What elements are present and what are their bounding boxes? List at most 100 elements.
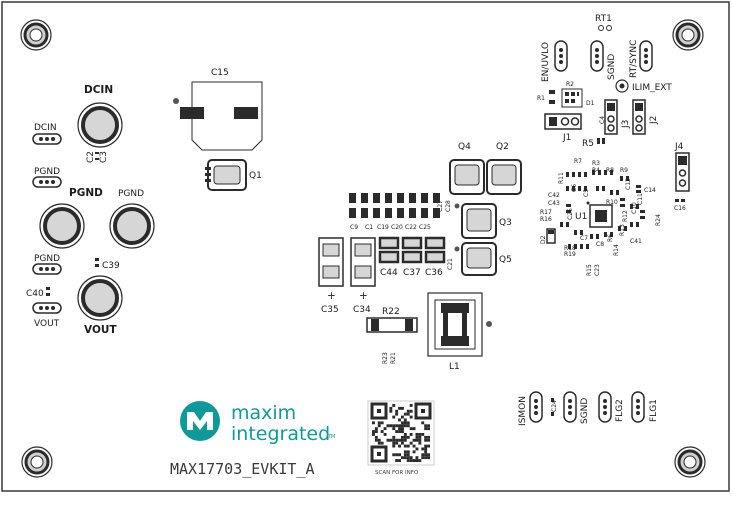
qr-module [392, 435, 396, 439]
qr-module [401, 438, 404, 442]
d1-label: D1 [586, 100, 595, 107]
q2-label: Q2 [496, 142, 509, 152]
tiny-label-c41: C41 [630, 238, 642, 245]
rt1-label: RT1 [595, 14, 612, 24]
qr-module [389, 424, 393, 428]
qr-module [415, 435, 419, 439]
qr-module [377, 441, 381, 445]
d2-label: D2 [540, 235, 547, 244]
c34-capacitor [350, 237, 376, 287]
pgnd-test-pad-2 [32, 263, 62, 275]
qr-module [374, 430, 378, 433]
c44-label: C44 [380, 268, 398, 278]
qr-module [409, 456, 413, 460]
j1-header [544, 113, 582, 130]
l1-label: L1 [449, 362, 460, 372]
qr-module [409, 441, 413, 445]
tiny-label-c43: C43 [548, 200, 560, 207]
qr-module [421, 433, 425, 436]
j2-label: J2 [649, 116, 659, 125]
qr-module [424, 444, 428, 448]
qr-module [392, 453, 396, 457]
qr-module [418, 438, 422, 442]
c3-label: C3 [99, 151, 109, 163]
c35-capacitor [318, 237, 344, 287]
qr-module [395, 412, 399, 416]
tiny-label-r9: R9 [620, 167, 628, 174]
sgnd-bottom-label: SGND [580, 398, 590, 424]
tiny-label-c14: C14 [644, 187, 656, 194]
sgnd-bottom-test-pad [563, 391, 577, 423]
qr-module [427, 438, 430, 442]
qr-module [406, 459, 410, 462]
qr-module [401, 406, 404, 410]
qr-module [406, 435, 410, 439]
cap-row-top [349, 193, 440, 218]
qr-module [398, 406, 401, 410]
q5-label: Q5 [499, 255, 512, 265]
c28-label: C28 [445, 200, 452, 212]
j1-label: J1 [562, 133, 571, 143]
tiny-label-r3: R3 [592, 160, 600, 167]
vout-label: VOUT [84, 324, 117, 336]
qr-module [427, 427, 430, 431]
qr-module [406, 456, 410, 460]
tiny-label-r14: R14 [613, 244, 620, 256]
qr-module [392, 438, 396, 442]
plus-mark-right: + [359, 290, 368, 302]
j4-header [675, 152, 690, 192]
c35-label: C35 [321, 305, 339, 315]
qr-module [380, 421, 384, 425]
qr-module [427, 424, 430, 428]
vout-pad-label: VOUT [34, 319, 60, 329]
rt-sync-test-pad [639, 40, 653, 72]
qr-module [403, 433, 407, 436]
l1-inductor [427, 292, 492, 357]
r21-label: R21 [390, 352, 397, 364]
qr-module [403, 421, 407, 425]
tiny-label-r24: R24 [655, 214, 662, 226]
en-uvlo-label: EN/UVLO [541, 42, 551, 82]
ilim-ext-label: ILIM_EXT [632, 83, 672, 93]
ismon-test-pad [529, 391, 543, 423]
dcin-terminal [77, 102, 123, 148]
qr-module [377, 424, 381, 428]
c15-capacitor [173, 81, 263, 151]
qr-module [398, 453, 401, 457]
r2-label: R2 [566, 81, 574, 88]
qr-module [412, 459, 416, 462]
tiny-label-r16: R16 [540, 216, 552, 223]
tiny-label-r6: R6 [607, 234, 614, 242]
c39-label: C39 [102, 261, 120, 271]
qr-module [392, 427, 396, 431]
qr-module [403, 412, 407, 416]
qr-module [418, 441, 422, 445]
qr-module [398, 430, 401, 433]
tiny-label-c26: C26 [567, 208, 574, 220]
qr-module [409, 409, 413, 413]
qr-module [398, 418, 401, 422]
qr-module [424, 456, 428, 460]
q3-mosfet [461, 203, 497, 239]
dcin-test-pad [32, 133, 62, 145]
qr-module [395, 424, 399, 428]
qr-module [415, 447, 419, 451]
c24-label: C24 [551, 400, 558, 412]
plus-mark-left: + [327, 290, 336, 302]
qr-module [409, 459, 413, 462]
qr-module [406, 450, 410, 454]
tiny-label-r18: R18 [564, 245, 576, 252]
qr-module [409, 433, 413, 436]
tiny-label-r17: R17 [540, 209, 552, 216]
qr-module [380, 441, 384, 445]
qr-module [395, 409, 399, 413]
qr-module [424, 447, 428, 451]
qr-module [406, 412, 410, 416]
tiny-label-c23: C23 [594, 264, 601, 276]
qr-module [401, 435, 404, 439]
tiny-label-r12: R12 [622, 210, 629, 222]
qr-module [392, 404, 396, 407]
qr-module [395, 430, 399, 433]
dcin-label: DCIN [84, 84, 113, 96]
qr-module [418, 435, 422, 439]
